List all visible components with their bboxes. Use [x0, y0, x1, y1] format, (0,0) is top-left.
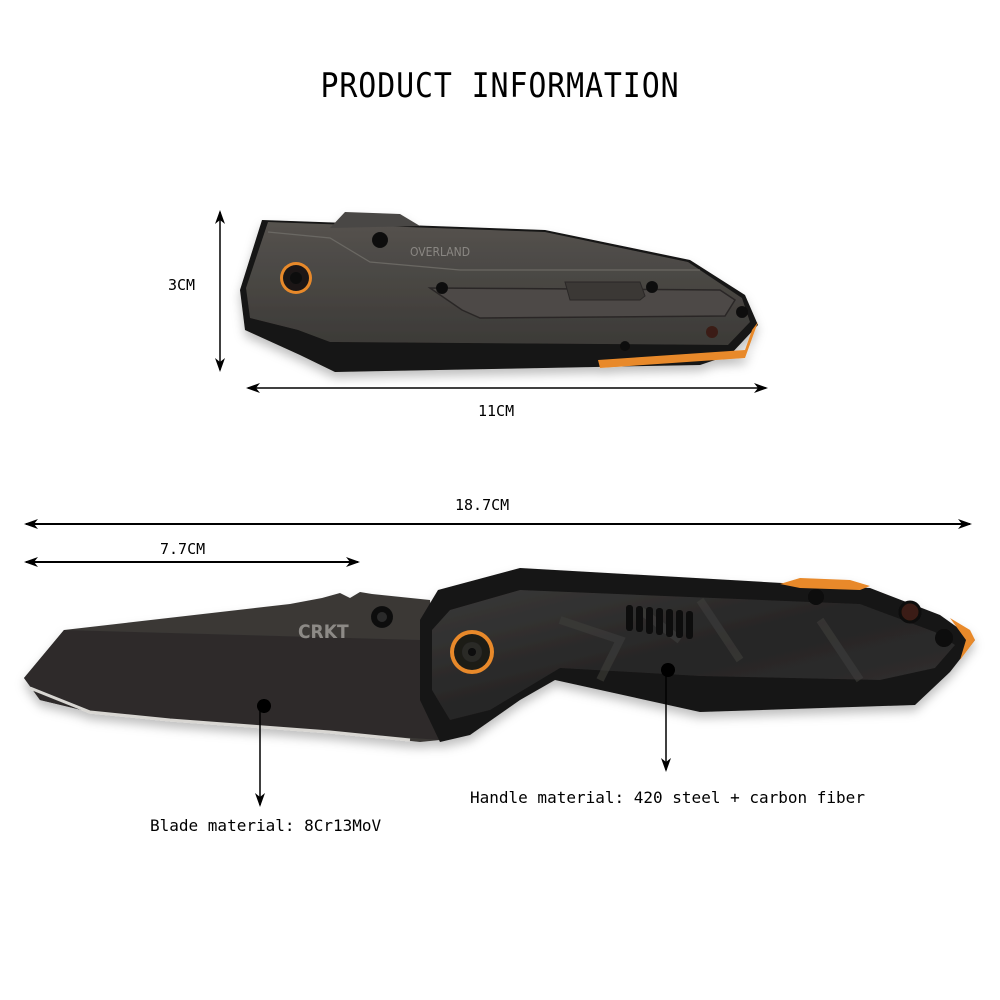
crkt-logo: CRKT	[298, 621, 349, 643]
closed-length-label: 11CM	[478, 402, 515, 420]
closed-knife: OVERLAND	[240, 212, 758, 372]
handle-material-label: Handle material: 420 steel + carbon fibe…	[470, 788, 865, 807]
blade-length-label: 7.7CM	[160, 540, 206, 558]
height-label: 3CM	[168, 276, 196, 294]
overall-length-label: 18.7CM	[455, 496, 510, 514]
open-knife: CRKT	[24, 568, 975, 742]
page-title: PRODUCT INFORMATION	[320, 66, 680, 106]
overland-engraving: OVERLAND	[410, 245, 470, 259]
blade-material-label: Blade material: 8Cr13MoV	[150, 816, 382, 835]
